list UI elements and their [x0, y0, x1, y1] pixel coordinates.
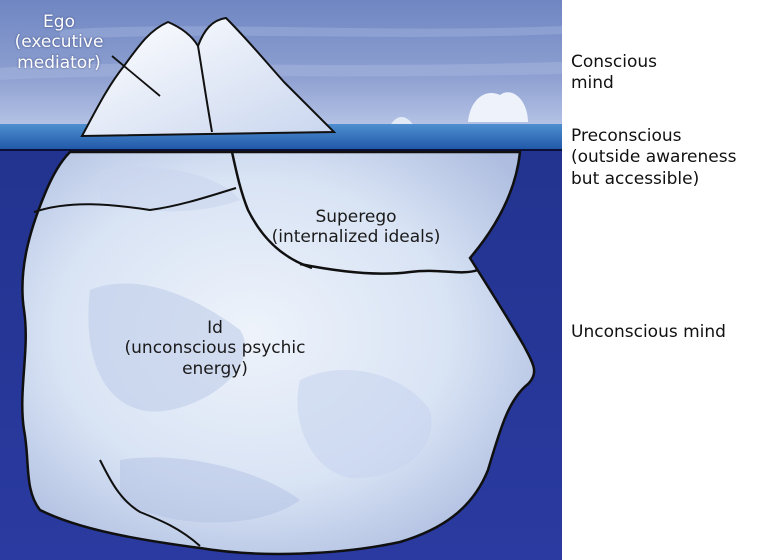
conscious-line-2: mind — [571, 73, 657, 94]
id-line-3: energy) — [115, 359, 315, 379]
preconscious-line-1: Preconscious — [571, 126, 736, 147]
preconscious-line-3: but accessible) — [571, 169, 736, 190]
unconscious-line-1: Unconscious mind — [571, 322, 726, 343]
preconscious-line-2: (outside awareness — [571, 147, 736, 168]
preconscious-label: Preconscious (outside awareness but acce… — [571, 126, 736, 190]
id-line-2: (unconscious psychic — [115, 338, 315, 358]
id-label: Id (unconscious psychic energy) — [115, 318, 315, 379]
id-title: Id — [115, 318, 315, 338]
superego-label: Superego (internalized ideals) — [256, 207, 456, 248]
ego-line-3: mediator) — [4, 53, 114, 73]
conscious-line-1: Conscious — [571, 52, 657, 73]
ego-label: Ego (executive mediator) — [4, 12, 114, 73]
superego-title: Superego — [256, 207, 456, 227]
unconscious-mind-label: Unconscious mind — [571, 322, 726, 343]
ego-title: Ego — [4, 12, 114, 32]
superego-line-2: (internalized ideals) — [256, 227, 456, 247]
ego-line-2: (executive — [4, 32, 114, 52]
conscious-mind-label: Conscious mind — [571, 52, 657, 95]
